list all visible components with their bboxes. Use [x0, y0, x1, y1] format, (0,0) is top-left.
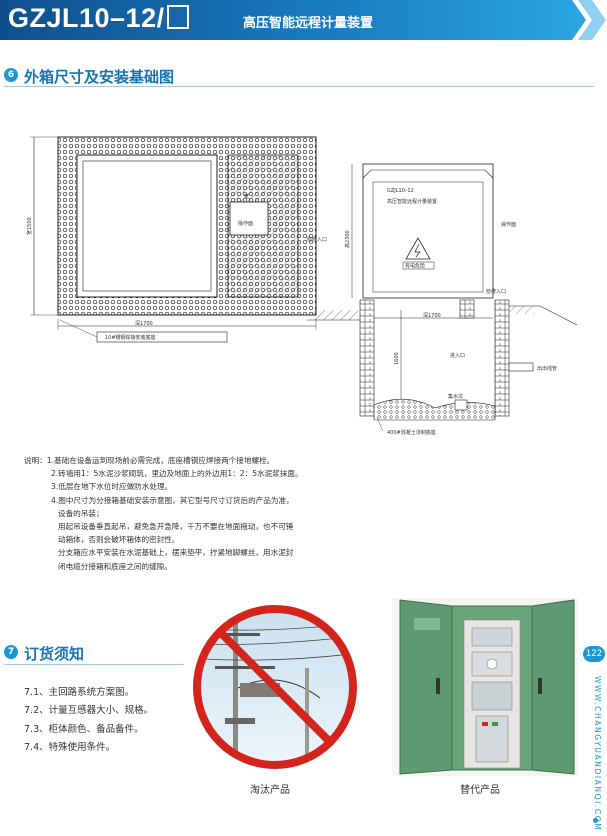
obsolete-caption: 淘汰产品 [250, 785, 290, 796]
section-view-drawing: GZJL10–12 高压智能远程计量装置 有电危险 操作面 高2300 深170… [307, 163, 578, 436]
note-row: 说明：1.基础在设备运到现场前必需完成，底座槽钢应焊接两个接地螺栓。 [24, 454, 404, 467]
note-row: 4.图中尺寸为分接箱基础安装示意图，其它型号尺寸订货后的产品为准， [51, 495, 294, 505]
warning-triangle-icon [405, 237, 431, 260]
section-7-title: 订货须知 [24, 645, 85, 663]
outlet-callout: 出出线管 [537, 365, 557, 372]
op-face-callout: 操作面 [501, 221, 516, 228]
cabinet-height-dim: 高2300 [344, 230, 351, 248]
order-list: 7.1、主回路系统方案图。 7.2、计量互感器大小、规格。 7.3、柜体颜色、备… [24, 684, 153, 757]
order-item: 7.1、主回路系统方案图。 [24, 687, 135, 698]
cabinet-name-label: 高压智能远程计量装置 [387, 198, 437, 205]
website-dot [593, 818, 598, 823]
installation-notes: 说明：1.基础在设备运到现场前必需完成，底座槽钢应焊接两个接地螺栓。 2.砖墙用… [24, 454, 404, 573]
cabinet-model-label: GZJL10–12 [387, 188, 414, 194]
inlet-callout: 进入口 [450, 352, 465, 359]
utility-pole [233, 618, 238, 765]
replacement-caption: 替代产品 [460, 785, 500, 796]
plan-width-dim: 深1700 [135, 320, 153, 327]
cabinet-right-door [531, 599, 575, 775]
pit-depth-dim: 1600 [394, 352, 400, 365]
window-label: 操作面 [238, 220, 253, 227]
access-callout: 检修入口 [486, 288, 506, 295]
page-number: 122 [583, 646, 605, 662]
concrete-base-callout: 400#混凝土浇制底座 [387, 429, 436, 436]
note-row: 用起吊设备垂直起吊，避免急开急降，千万不要在地面拖动，也不可锤 [58, 522, 294, 532]
note-row: 2.砖墙用1：5水泥沙浆砌筑，里边及地面上的外边用1：2：5水泥浆抹面。 [51, 469, 303, 479]
notes-prefix: 说明： [24, 456, 47, 465]
website-text: WWW.CHANGYUANDIANQI.COM [593, 676, 602, 832]
replacement-product-image [392, 598, 578, 776]
note-row: 分支箱应水平安装在水泥基础上，摆来垫平，拧紧地脚螺丝，用水泥封 [58, 548, 294, 558]
section-6-divider [4, 86, 594, 87]
plan-view-drawing: 操作面 宽 宽1500 深1700 10#槽钢焊接安装底座 [26, 136, 317, 343]
note-row: 设备的吊装； [58, 508, 104, 518]
lightning-icon [414, 243, 421, 258]
warning-text: 有电危险 [405, 263, 425, 270]
cable-in-callout: 检修入口 [307, 236, 327, 243]
section-width-dim: 深1700 [423, 312, 441, 319]
base-label: 10#槽钢焊接安装底座 [105, 334, 156, 341]
note-row: 动箱体，否则会破坏箱体的密封性。 [58, 535, 180, 545]
top-mark: 宽 [244, 193, 249, 200]
section-6-title: 外箱尺寸及安装基础图 [24, 68, 175, 86]
section-7-badge: 7 [4, 645, 18, 659]
obsolete-product-image [193, 605, 357, 769]
page-subtitle: 高压智能远程计量装置 [243, 16, 374, 31]
section-7-divider [4, 664, 184, 665]
model-box [166, 5, 189, 29]
plan-height-dim: 宽1500 [26, 217, 33, 235]
order-item: 7.4、特殊使用条件。 [24, 741, 116, 753]
note-row: 闭电缆分接箱和底座之间的缝隙。 [58, 561, 172, 571]
website-vertical: WWW.CHANGYUANDIANQI.COM [592, 676, 602, 831]
cabinet-left-door [399, 599, 453, 775]
water-pit-callout: 集水坑 [448, 393, 463, 400]
header-banner [0, 0, 606, 40]
section-6-badge: 6 [4, 68, 18, 82]
model-title: GZJL10–12/ [8, 3, 189, 34]
note-row: 3.低层在地下水位时应做防水处理。 [51, 482, 173, 492]
note-item: 1.基础在设备运到现场前必需完成，底座槽钢应焊接两个接地螺栓。 [46, 456, 275, 465]
prohibited-slash-icon [217, 629, 333, 745]
order-item: 7.2、计量互感器大小、规格。 [24, 705, 154, 717]
order-item: 7.3、柜体颜色、备品备件。 [24, 723, 144, 735]
prohibited-circle-icon [193, 605, 357, 769]
